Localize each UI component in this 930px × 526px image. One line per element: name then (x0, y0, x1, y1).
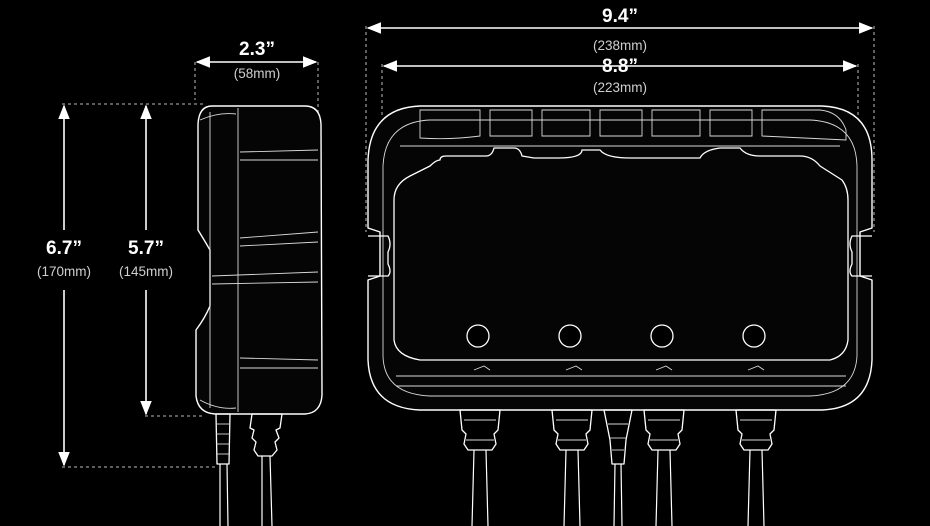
total-height-mm-label: (170mm) (37, 264, 91, 279)
bank-2-indicator (558, 324, 582, 348)
output-connector-4 (735, 409, 777, 526)
front-view (365, 22, 875, 526)
body-width-mm-label: (223mm) (593, 80, 647, 95)
side-view (58, 56, 323, 526)
side-connector (249, 413, 283, 457)
side-cord (215, 413, 231, 465)
face-plate (393, 147, 849, 361)
total-height-label: 6.7” (46, 238, 82, 259)
right-notch (849, 235, 872, 277)
output-connector-3 (643, 409, 685, 526)
body-width-label: 8.8” (602, 56, 638, 77)
bank-4-indicator (742, 324, 766, 348)
depth-mm-label: (58mm) (234, 66, 281, 81)
front-body (367, 105, 873, 411)
output-connector-2 (551, 409, 593, 526)
total-width-label: 9.4” (602, 6, 638, 27)
power-cord-connector (603, 409, 633, 526)
bank-3-indicator (650, 324, 674, 348)
left-notch (368, 235, 391, 277)
bank-1-indicator (466, 324, 490, 348)
side-body (195, 105, 323, 415)
body-height-label: 5.7” (128, 238, 164, 259)
output-connector-1 (459, 409, 501, 526)
body-height-mm-label: (145mm) (119, 264, 173, 279)
total-width-mm-label: (238mm) (593, 38, 647, 53)
depth-label: 2.3” (239, 39, 275, 60)
